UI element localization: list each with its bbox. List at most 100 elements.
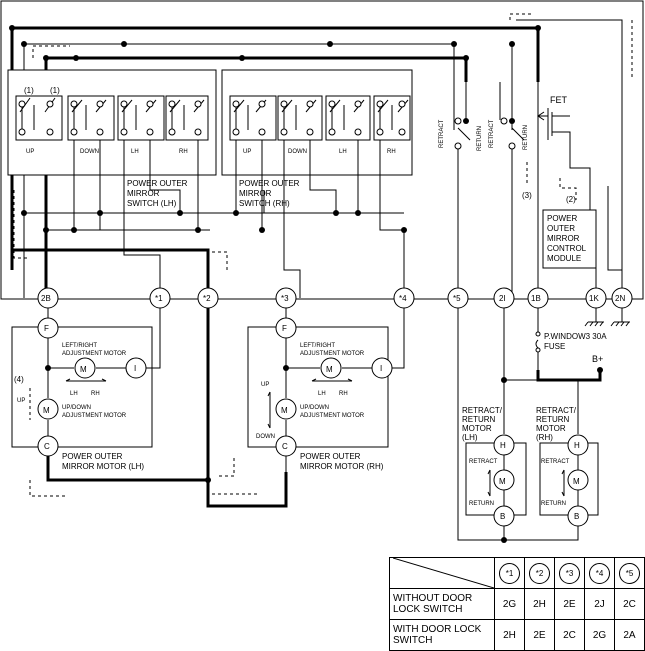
retract-contacts [453, 82, 525, 298]
connector-labels: 2B *1 *2 *3 *4 *5 2I 1B 1K 2N [41, 294, 625, 303]
fet-label: FET [550, 95, 568, 105]
svg-text:MIRROR: MIRROR [547, 234, 580, 243]
fuse-label-1: P.WINDOW3 30A [544, 332, 607, 341]
marker-4: (4) [14, 375, 24, 384]
return-label-2: RETURN [523, 125, 529, 150]
fuse-label-2: FUSE [544, 342, 565, 351]
table-col-4: *4 [584, 557, 615, 589]
svg-text:MIRROR MOTOR (LH): MIRROR MOTOR (LH) [62, 462, 144, 471]
retract-junction-bottom [501, 537, 507, 543]
svg-text:I: I [134, 364, 136, 373]
dashed-arrow-left [13, 190, 30, 259]
svg-text:(RH): (RH) [536, 433, 553, 442]
rr-rh-labels: H B M RETRACT/ RETURN MOTOR (RH) RETRACT… [536, 406, 580, 521]
svg-text:RH: RH [339, 391, 348, 397]
table-col-1: *1 [494, 557, 525, 589]
svg-text:1K: 1K [589, 294, 599, 303]
switch-lh-up-label: UP [26, 149, 34, 155]
motor-rh-I [371, 357, 393, 379]
svg-text:B: B [500, 512, 505, 521]
marker-3: (3) [522, 191, 532, 200]
rr-rh-arrow [561, 469, 565, 497]
svg-text:POWER: POWER [547, 214, 577, 223]
motor-rh-lr-motor [320, 357, 342, 379]
svg-text:POWER OUTER: POWER OUTER [62, 452, 123, 461]
ground-symbols [584, 308, 630, 327]
switch-rh-lh-label: LH [339, 149, 347, 155]
svg-text:UP: UP [261, 382, 269, 388]
svg-text:(LH): (LH) [462, 433, 478, 442]
bplus-wire [536, 370, 602, 382]
svg-text:RH: RH [91, 391, 100, 397]
table-col-3: *3 [554, 557, 585, 589]
rr-lh-labels: H B M RETRACT/ RETURN MOTOR (LH) RETRACT… [462, 406, 506, 521]
svg-text:LH: LH [318, 391, 326, 397]
svg-text:MOTOR: MOTOR [462, 424, 492, 433]
svg-text:LH: LH [70, 391, 78, 397]
switch-rh-labels: UP DOWN LH RH POWER OUTER MIRROR SWITCH … [239, 149, 396, 208]
motor-lh-junction [45, 365, 51, 371]
control-module-labels: POWER OUTER MIRROR CONTROL MODULE [547, 214, 587, 263]
switch-lh-box [7, 69, 217, 176]
svg-text:ADJUSTMENT MOTOR: ADJUSTMENT MOTOR [300, 413, 365, 419]
svg-text:2I: 2I [499, 294, 506, 303]
svg-text:MOTOR: MOTOR [536, 424, 566, 433]
motor-rh-ud-motor [275, 398, 297, 420]
dashed-arrow-mid [212, 251, 228, 270]
motor-lh-arrows [65, 378, 107, 382]
outer-frame [0, 0, 644, 300]
svg-text:RETRACT: RETRACT [541, 459, 570, 465]
switch-rh-rh-label: RH [387, 149, 396, 155]
svg-text:MIRROR MOTOR (RH): MIRROR MOTOR (RH) [300, 462, 384, 471]
retract-label-2: RETRACT [489, 119, 495, 148]
svg-text:M: M [43, 406, 50, 415]
dashed-arrow-2 [559, 178, 577, 200]
svg-text:*5: *5 [453, 294, 461, 303]
dashed-arrow-6 [29, 480, 66, 497]
svg-text:C: C [44, 442, 50, 451]
table-cell: 2H [524, 588, 555, 620]
svg-text:POWER OUTER: POWER OUTER [300, 452, 361, 461]
svg-text:RETURN: RETURN [469, 501, 494, 507]
table-cell: 2E [524, 619, 555, 651]
rr-lh-arrow [487, 469, 491, 497]
junction-dots [9, 25, 541, 233]
motor-rh-box [247, 326, 389, 448]
table-corner-cell [389, 557, 495, 589]
svg-text:*4: *4 [399, 294, 407, 303]
svg-text:RETRACT/: RETRACT/ [462, 406, 503, 415]
motor-lh-labels: F I C M M LEFT/RIGHT ADJUSTMENT MOTOR UP… [17, 324, 144, 471]
motor-lh-C [37, 435, 59, 457]
table-col-2: *2 [524, 557, 555, 589]
control-module-box [542, 209, 597, 269]
thick-wire-bottom [48, 472, 288, 508]
bplus-label: B+ [592, 354, 603, 364]
retract-junction-top [501, 377, 507, 383]
motor-rh-junction [283, 365, 289, 371]
table-cell: 2A [614, 619, 645, 651]
switch-lh-rh-label: RH [179, 149, 188, 155]
svg-text:B: B [574, 512, 579, 521]
marker-1b: (1) [50, 86, 60, 95]
svg-text:RETURN: RETURN [462, 415, 496, 424]
svg-text:M: M [573, 477, 580, 486]
svg-text:ADJUSTMENT MOTOR: ADJUSTMENT MOTOR [62, 413, 127, 419]
motor-rh-F [275, 317, 297, 339]
svg-text:H: H [500, 441, 506, 450]
svg-text:M: M [499, 477, 506, 486]
motor-rh-arrows [267, 378, 353, 429]
svg-text:2B: 2B [41, 294, 51, 303]
svg-text:DOWN: DOWN [256, 434, 275, 440]
switch-lh-title-3: SWITCH (LH) [127, 199, 177, 208]
switch-rh-contacts [229, 95, 411, 141]
fuse-terminal-bottom [535, 347, 541, 353]
svg-text:2N: 2N [615, 294, 625, 303]
svg-text:M: M [326, 365, 333, 374]
thick-wire-lh [10, 248, 210, 482]
table-cell: 2H [494, 619, 525, 651]
svg-text:M: M [281, 406, 288, 415]
